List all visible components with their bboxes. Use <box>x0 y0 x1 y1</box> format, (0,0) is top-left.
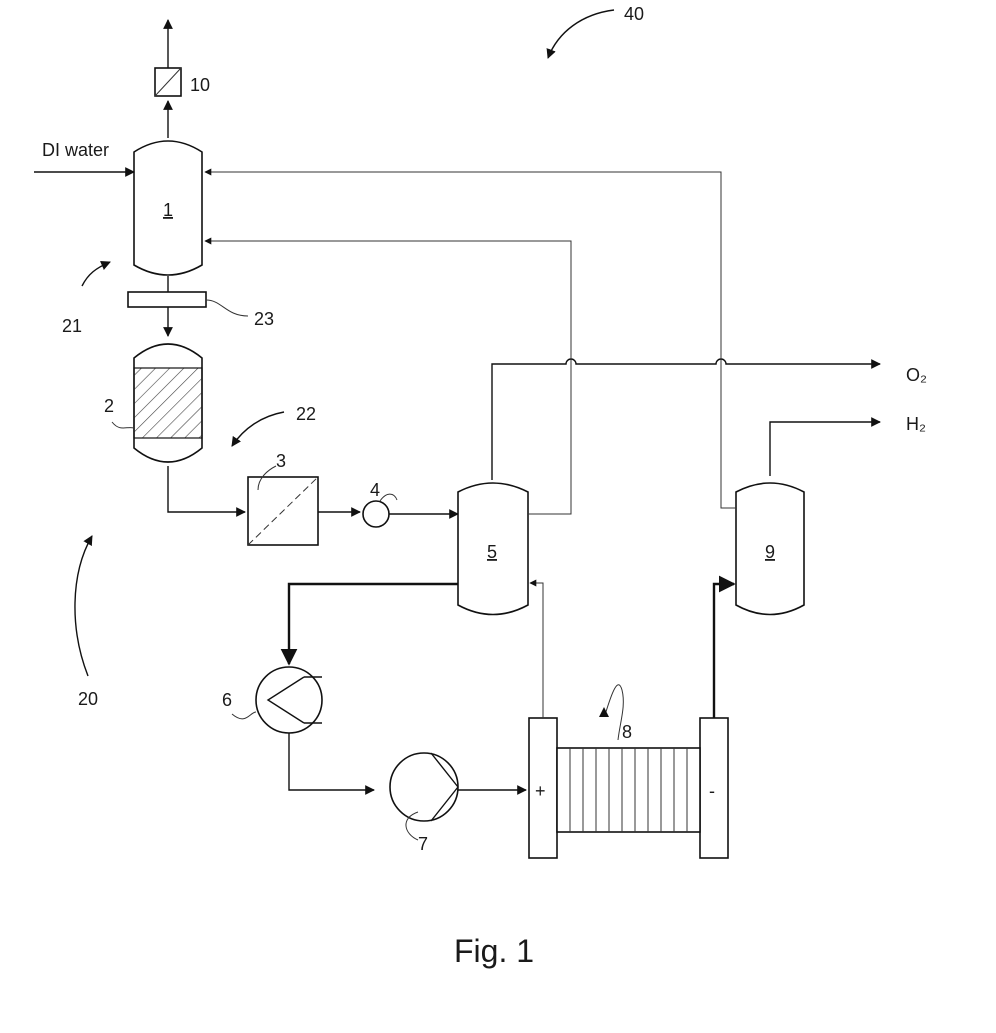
filter-3-label: 3 <box>276 451 286 471</box>
separator-5: 5 <box>458 483 528 615</box>
pump-4: 4 <box>363 480 397 527</box>
ref-40: 40 <box>548 4 644 58</box>
column-2-label: 2 <box>104 396 114 416</box>
column-2: 2 <box>104 344 202 462</box>
ref-20: 20 <box>75 536 98 709</box>
separator-5-label: 5 <box>487 542 497 562</box>
electrolyzer-8-label: 8 <box>622 722 632 742</box>
ref-22-label: 22 <box>296 404 316 424</box>
ref-23-label: 23 <box>254 309 274 329</box>
separator-9: 9 <box>736 483 804 615</box>
filter-10: 10 <box>155 20 210 138</box>
vessel-1: 1 <box>134 141 202 275</box>
filter-10-label: 10 <box>190 75 210 95</box>
vessel-1-label: 1 <box>163 200 173 220</box>
cathode-minus-label: - <box>709 781 715 801</box>
ref-40-label: 40 <box>624 4 644 24</box>
filter-3: 3 <box>248 451 318 545</box>
ref-20-label: 20 <box>78 689 98 709</box>
ref-21: 21 <box>62 262 110 336</box>
electrolyzer-8: + - 8 <box>529 685 728 858</box>
h2-outlet: H₂ <box>770 414 926 476</box>
element-23: 23 <box>128 276 274 336</box>
o2-outlet: O₂ <box>492 359 927 480</box>
di-water-inlet: DI water <box>34 140 134 172</box>
pump-7: 7 <box>390 753 458 854</box>
pump-7-label: 7 <box>418 834 428 854</box>
heat-exchanger-6-label: 6 <box>222 690 232 710</box>
h2-label: H₂ <box>906 414 926 434</box>
ref-22: 22 <box>232 404 316 446</box>
figure-caption: Fig. 1 <box>454 933 534 969</box>
separator-9-label: 9 <box>765 542 775 562</box>
heat-exchanger-6: 6 <box>222 667 322 733</box>
pump-4-label: 4 <box>370 480 380 500</box>
di-water-label: DI water <box>42 140 109 160</box>
o2-label: O₂ <box>906 365 927 385</box>
ref-21-label: 21 <box>62 316 82 336</box>
anode-plus-label: + <box>535 781 546 801</box>
